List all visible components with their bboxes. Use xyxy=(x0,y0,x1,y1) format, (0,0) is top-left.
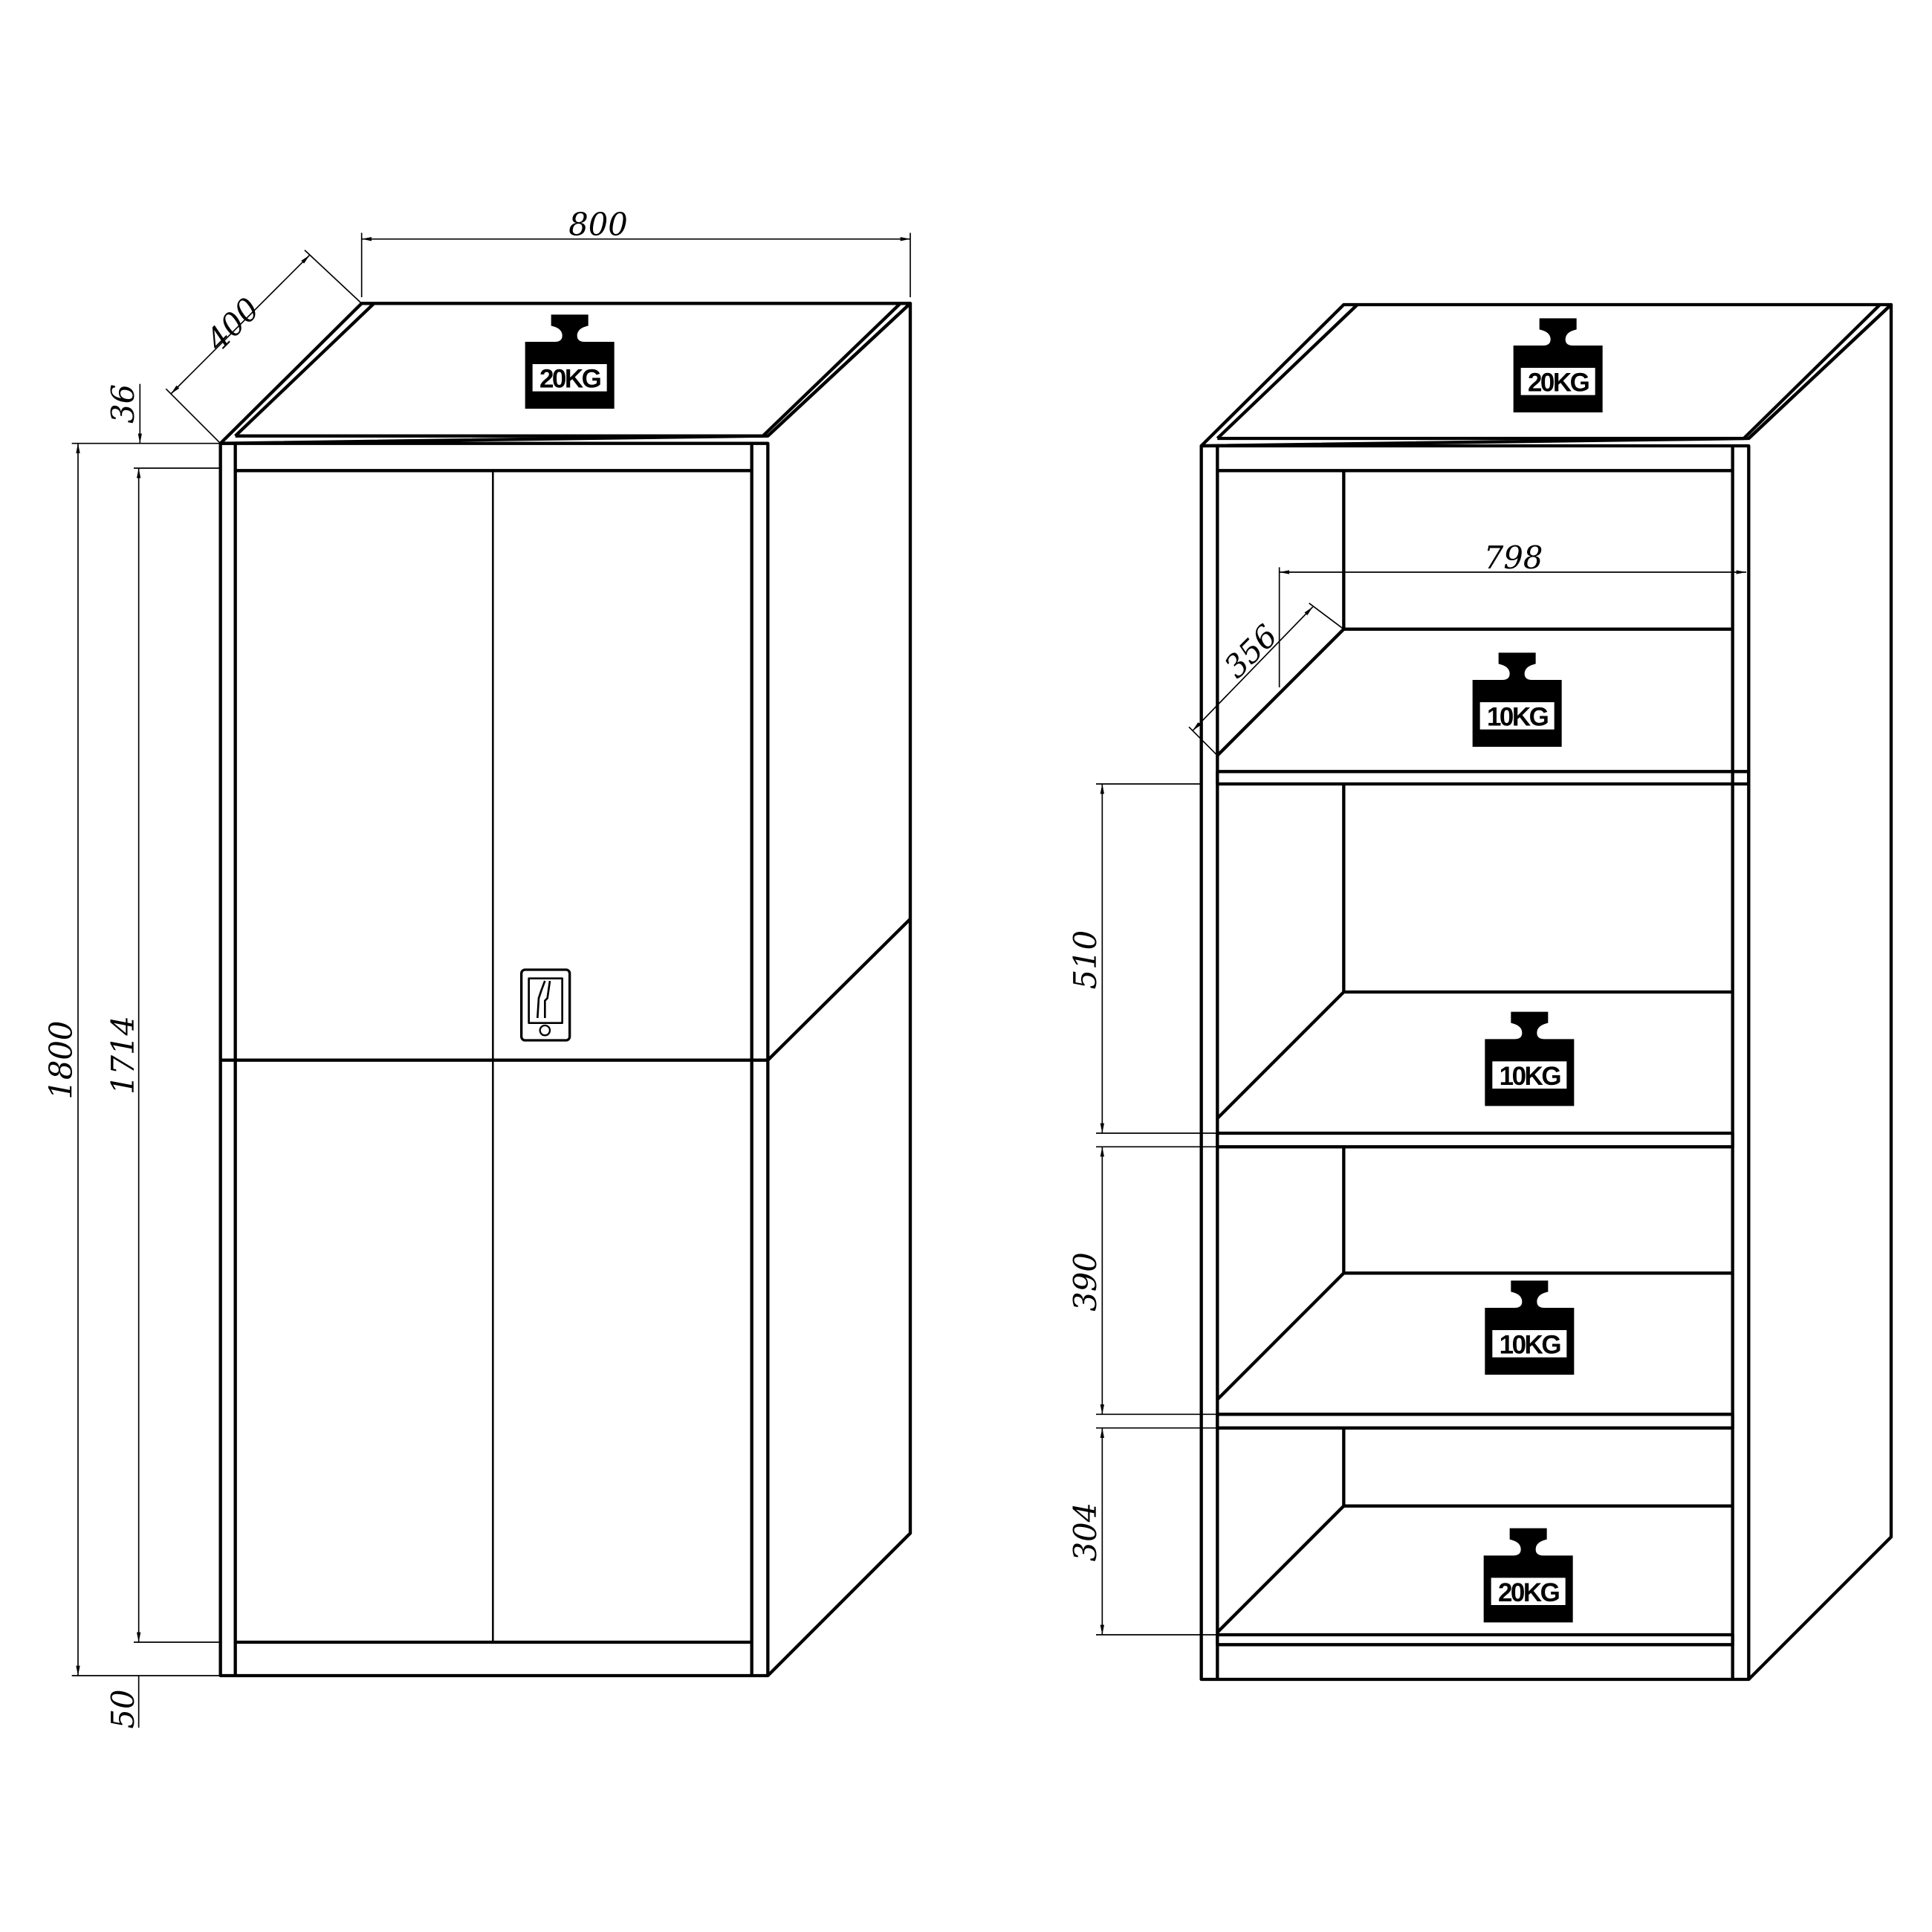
dim-width: 800 xyxy=(568,207,628,243)
weight-shape xyxy=(1483,1528,1573,1623)
weight-load-icon: 10KG xyxy=(1485,1280,1575,1375)
weight-label: 10KG xyxy=(1500,1062,1561,1091)
dim-shelf-depth: 356 xyxy=(1217,617,1285,685)
dim-gap-3: 304 xyxy=(1067,1503,1103,1562)
weight-label: 10KG xyxy=(1500,1331,1561,1360)
dim-gap-1: 510 xyxy=(1067,930,1103,990)
dim-gap-2: 390 xyxy=(1067,1252,1103,1312)
weight-shape xyxy=(1513,318,1603,412)
cabinet-side xyxy=(766,302,912,1677)
shelves xyxy=(1216,470,1751,1647)
weight-load-icon: 20KG xyxy=(1513,318,1603,412)
weight-label: 20KG xyxy=(1528,369,1589,398)
weight-load-icon: 10KG xyxy=(1485,1011,1575,1106)
dim-inner-width: 798 xyxy=(1484,539,1543,576)
weight-load-icon: 20KG xyxy=(1483,1528,1573,1623)
weight-label: 10KG xyxy=(1487,703,1549,732)
dim-depth: 400 xyxy=(198,291,267,359)
weight-shape xyxy=(1485,1011,1575,1106)
dim-top-thickness: 36 xyxy=(105,384,141,424)
weight-load-icon: 20KG xyxy=(525,314,615,409)
weight-shape xyxy=(525,314,615,409)
weight-shape xyxy=(1472,652,1562,747)
closed-cabinet xyxy=(218,302,912,1678)
weight-label: 20KG xyxy=(1498,1578,1560,1607)
dim-door-height: 1714 xyxy=(105,1016,141,1095)
weight-load-icon: 10KG xyxy=(1472,652,1562,747)
dim-height: 1800 xyxy=(43,1021,80,1100)
open-cabinet xyxy=(1199,302,1893,1682)
weight-shape xyxy=(1485,1280,1575,1375)
dimension-lines-right: 798 356 510 390 304 xyxy=(1067,539,1746,1636)
dim-base-height: 50 xyxy=(105,1689,141,1728)
door-lock-icon[interactable] xyxy=(520,968,571,1042)
weight-label: 20KG xyxy=(539,365,601,394)
